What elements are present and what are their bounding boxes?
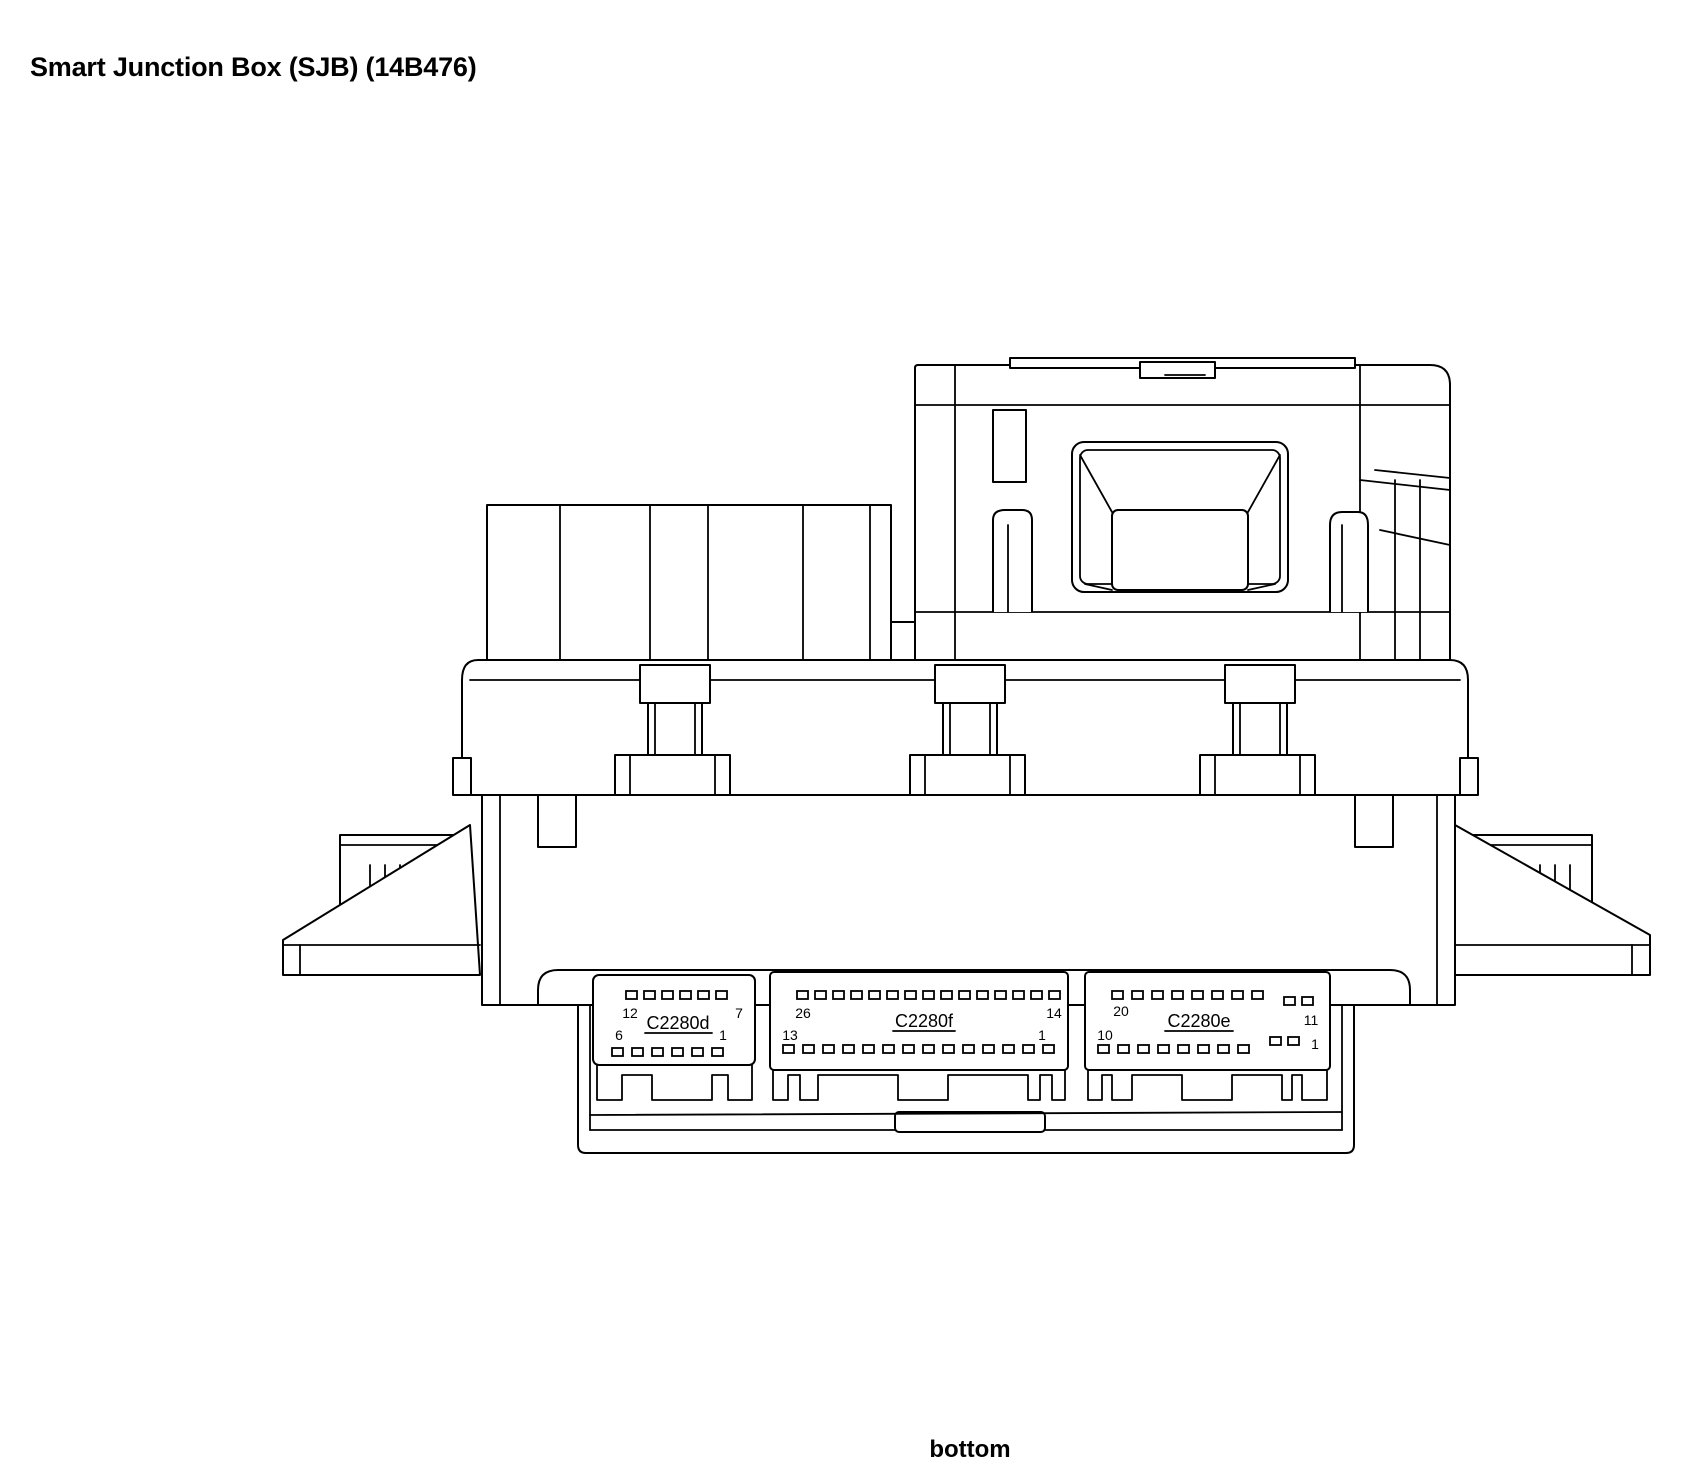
c2280d-pin-12-label: 12 bbox=[622, 1005, 638, 1021]
c2280d-pin-row-bottom bbox=[611, 1047, 724, 1057]
c2280e-pin-row-bottom bbox=[1097, 1036, 1300, 1054]
connector-c2280f: C2280f 26 14 13 1 bbox=[769, 971, 1069, 1101]
mount-tab-center bbox=[909, 664, 1026, 796]
c2280e-pin-row-top bbox=[1111, 990, 1314, 1006]
c2280d-pin-6-label: 6 bbox=[615, 1027, 623, 1043]
c2280e-pin-11-label: 11 bbox=[1304, 1012, 1319, 1028]
c2280e-label: C2280e bbox=[1167, 1011, 1230, 1031]
mount-tab-left bbox=[614, 664, 731, 796]
c2280e-pin-20-label: 20 bbox=[1113, 1003, 1129, 1019]
c2280f-pin-row-top bbox=[796, 990, 1061, 1000]
c2280f-pin-14-label: 14 bbox=[1046, 1005, 1062, 1021]
connector-c2280e: C2280e 20 11 10 1 bbox=[1084, 971, 1331, 1101]
c2280d-pin-row-top bbox=[625, 990, 728, 1000]
c2280e-pin-1-label: 1 bbox=[1311, 1036, 1319, 1052]
c2280f-pin-1-label: 1 bbox=[1038, 1027, 1046, 1043]
c2280d-pin-7-label: 7 bbox=[735, 1005, 743, 1021]
upper-connector-housing bbox=[914, 357, 1451, 661]
c2280f-pin-13-label: 13 bbox=[782, 1027, 798, 1043]
c2280e-pin-10-label: 10 bbox=[1097, 1027, 1113, 1043]
main-body bbox=[452, 659, 1479, 796]
diagram-title: Smart Junction Box (SJB) (14B476) bbox=[30, 52, 477, 82]
mount-tab-right bbox=[1199, 664, 1316, 796]
connector-c2280d: C2280d 12 7 6 1 bbox=[592, 974, 756, 1101]
c2280f-label: C2280f bbox=[895, 1011, 954, 1031]
left-fuse-block bbox=[486, 504, 916, 666]
left-mounting-wing bbox=[282, 824, 481, 976]
right-mounting-wing bbox=[1449, 824, 1651, 976]
c2280d-pin-1-label: 1 bbox=[719, 1027, 727, 1043]
c2280f-pin-26-label: 26 bbox=[795, 1005, 811, 1021]
c2280f-pin-row-bottom bbox=[782, 1044, 1055, 1054]
view-label: bottom bbox=[929, 1436, 1011, 1463]
c2280d-label: C2280d bbox=[646, 1013, 709, 1033]
